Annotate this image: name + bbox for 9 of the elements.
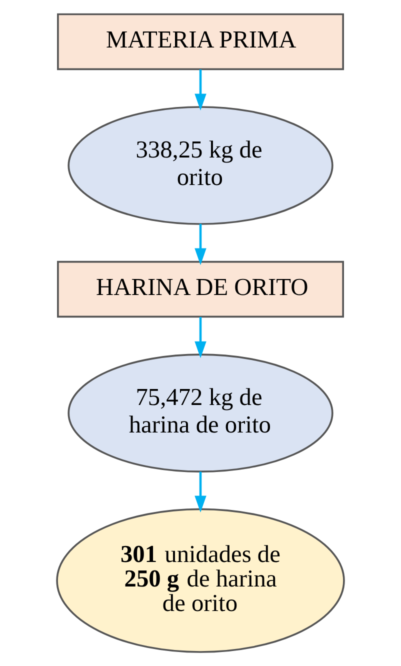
arrow bbox=[194, 224, 206, 266]
arrow bbox=[194, 472, 206, 512]
node-ellipse: 75,472 kg de harina de orito bbox=[68, 354, 334, 472]
node-ellipse: 301 unidades de 250 g de harina de orito bbox=[56, 508, 345, 653]
node-box: MATERIA PRIMA bbox=[57, 13, 344, 70]
node-box: HARINA DE ORITO bbox=[57, 260, 344, 318]
node-ellipse: 338,25 kg de orito bbox=[68, 106, 334, 225]
arrow bbox=[194, 69, 206, 111]
arrow bbox=[194, 317, 206, 358]
